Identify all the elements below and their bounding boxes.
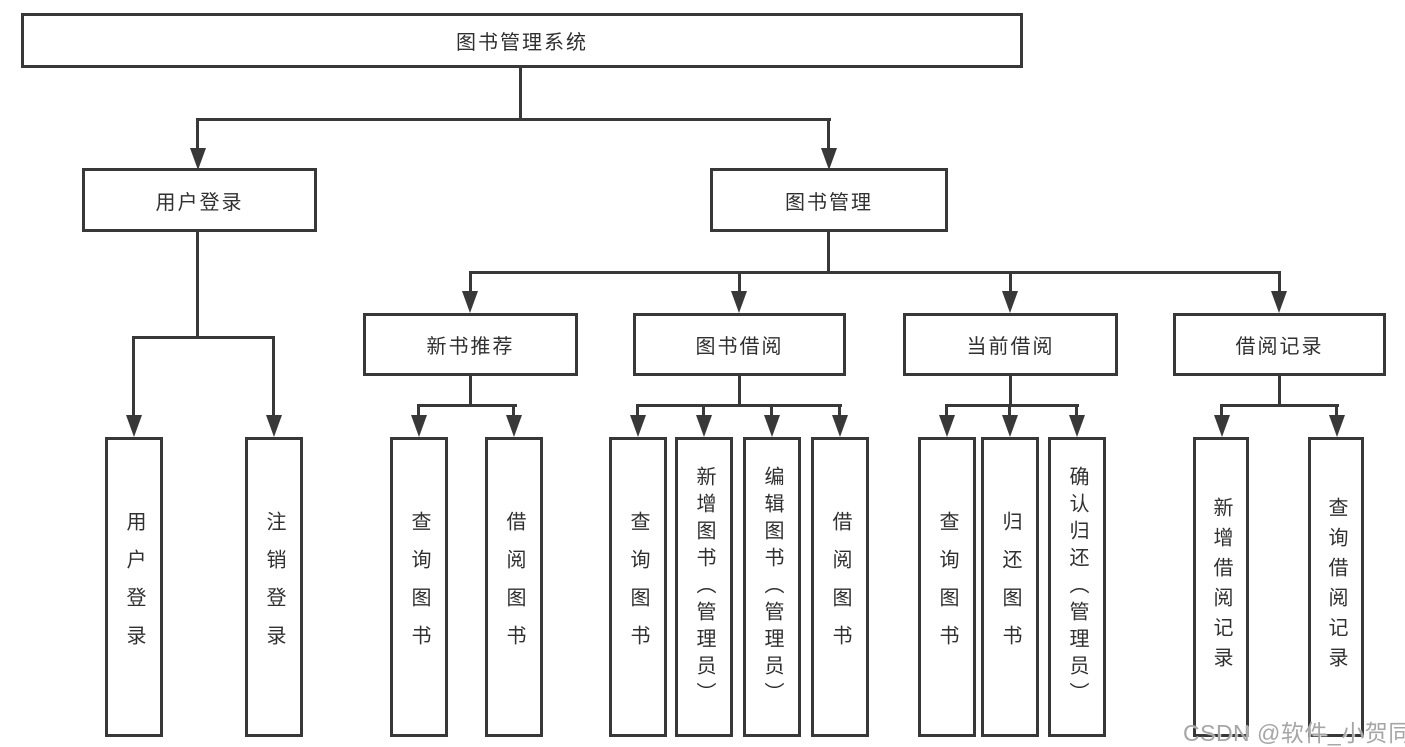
connector-line	[1278, 271, 1281, 293]
node-label: 查询图书	[627, 511, 649, 663]
connector-line	[702, 404, 705, 417]
node-label: 图书管理系统	[456, 32, 588, 54]
arrow-down-icon	[832, 415, 848, 437]
arrow-down-icon	[696, 415, 712, 437]
node-new-book-recommendation: 新书推荐	[363, 313, 578, 376]
node-leaf-borrow-borrow-books: 借阅图书	[811, 437, 869, 737]
node-label: 用户登录	[123, 511, 145, 663]
node-label: 查询图书	[408, 511, 430, 663]
node-label: 图书借阅	[695, 336, 784, 358]
connector-line	[738, 376, 741, 407]
node-label: 归还图书	[999, 511, 1021, 663]
connector-line	[1278, 376, 1281, 407]
node-leaf-current-return-books: 归还图书	[981, 437, 1039, 737]
connector-line	[469, 271, 472, 293]
connector-line	[770, 404, 773, 417]
arrow-down-icon	[1329, 415, 1345, 437]
connector-line	[519, 68, 522, 120]
arrow-down-icon	[630, 415, 646, 437]
arrow-down-icon	[126, 415, 142, 437]
connector-line	[827, 118, 830, 150]
node-label: 借阅记录	[1235, 336, 1324, 358]
node-label: 查询图书	[936, 511, 958, 663]
connector-line	[133, 336, 275, 339]
connector-line	[469, 271, 1281, 274]
connector-line	[1335, 404, 1338, 417]
arrow-down-icon	[462, 291, 478, 313]
node-current-borrowing: 当前借阅	[903, 313, 1118, 376]
connector-line	[417, 404, 517, 407]
connector-line	[1220, 404, 1339, 407]
node-label: 借阅图书	[503, 511, 525, 663]
connector-line	[1009, 376, 1012, 407]
connector-line	[196, 118, 199, 150]
node-label: 当前借阅	[966, 336, 1055, 358]
arrow-down-icon	[1069, 415, 1085, 437]
node-label: 编辑图书（管理员）	[761, 465, 783, 709]
node-label: 新书推荐	[426, 336, 515, 358]
connector-line	[272, 336, 275, 416]
connector-line	[838, 404, 841, 417]
arrow-down-icon	[506, 415, 522, 437]
node-label: 查询借阅记录	[1325, 497, 1347, 677]
arrow-down-icon	[821, 148, 837, 170]
connector-line	[1075, 404, 1078, 417]
node-leaf-records-add-record: 新增借阅记录	[1193, 437, 1249, 737]
arrow-down-icon	[1271, 291, 1287, 313]
node-leaf-records-query-record: 查询借阅记录	[1308, 437, 1364, 737]
node-borrowing-records: 借阅记录	[1173, 313, 1386, 376]
node-user-login-module: 用户登录	[82, 168, 317, 232]
node-book-borrowing: 图书借阅	[633, 313, 846, 376]
connector-line	[827, 232, 830, 274]
node-leaf-borrow-query-books: 查询图书	[609, 437, 667, 737]
node-leaf-recommend-borrow-books: 借阅图书	[485, 437, 543, 737]
arrow-down-icon	[266, 415, 282, 437]
node-leaf-borrow-add-books-admin: 新增图书（管理员）	[675, 437, 733, 737]
node-book-management-module: 图书管理	[710, 168, 948, 232]
connector-line	[636, 404, 842, 407]
node-leaf-borrow-edit-books-admin: 编辑图书（管理员）	[743, 437, 801, 737]
arrow-down-icon	[764, 415, 780, 437]
connector-line	[132, 336, 135, 416]
node-root-library-management-system: 图书管理系统	[21, 13, 1023, 68]
arrow-down-icon	[731, 291, 747, 313]
arrow-down-icon	[411, 415, 427, 437]
node-label: 用户登录	[155, 191, 244, 214]
connector-line	[1009, 271, 1012, 293]
connector-line	[417, 404, 420, 417]
node-leaf-current-confirm-return-admin: 确认归还（管理员）	[1048, 437, 1106, 737]
node-label: 新增图书（管理员）	[693, 465, 715, 709]
connector-line	[945, 404, 1079, 407]
node-leaf-user-login: 用户登录	[105, 437, 163, 737]
connector-line	[469, 376, 472, 407]
node-label: 借阅图书	[829, 511, 851, 663]
connector-line	[512, 404, 515, 417]
connector-line	[196, 232, 199, 338]
connector-line	[636, 404, 639, 417]
arrow-down-icon	[1002, 415, 1018, 437]
node-label: 注销登录	[263, 511, 285, 663]
connector-line	[197, 118, 831, 121]
arrow-down-icon	[939, 415, 955, 437]
node-leaf-current-query-books: 查询图书	[918, 437, 976, 737]
csdn-watermark: CSDN @软件_小贺同学	[1183, 720, 1405, 746]
node-leaf-recommend-query-books: 查询图书	[390, 437, 448, 737]
connector-line	[738, 271, 741, 293]
node-leaf-logout: 注销登录	[245, 437, 303, 737]
node-label: 图书管理	[785, 191, 873, 214]
connector-line	[1220, 404, 1223, 417]
arrow-down-icon	[1214, 415, 1230, 437]
node-label: 确认归还（管理员）	[1066, 465, 1088, 709]
connector-line	[1008, 404, 1011, 417]
arrow-down-icon	[190, 148, 206, 170]
arrow-down-icon	[1002, 291, 1018, 313]
node-label: 新增借阅记录	[1210, 497, 1232, 677]
connector-line	[945, 404, 948, 417]
